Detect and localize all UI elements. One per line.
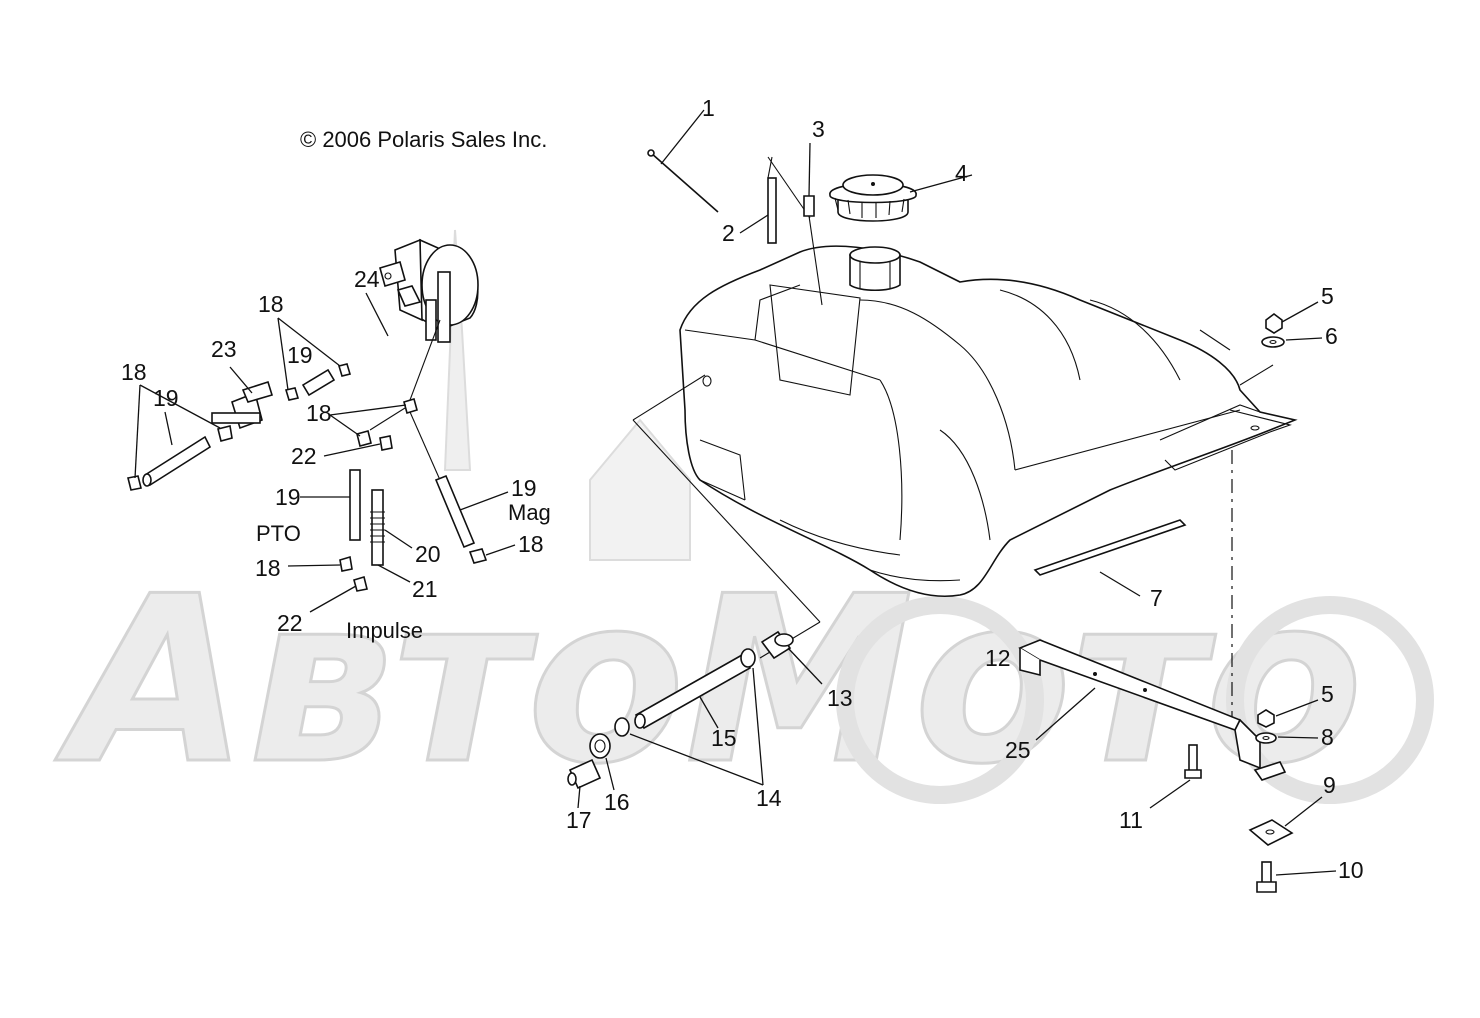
callout-19-b: 19 bbox=[153, 385, 179, 411]
callout-10: 10 bbox=[1338, 857, 1364, 883]
callout-23: 23 bbox=[211, 336, 237, 362]
callout-2: 2 bbox=[722, 220, 735, 246]
nut-washer-upper bbox=[1239, 301, 1323, 386]
callout-14: 14 bbox=[756, 785, 782, 811]
bolt-lower bbox=[1256, 861, 1337, 893]
callout-3: 3 bbox=[812, 116, 825, 142]
callout-12: 12 bbox=[985, 645, 1011, 671]
mounting-bracket bbox=[1018, 639, 1287, 781]
fuel-cap bbox=[829, 174, 973, 222]
label-mag: Mag bbox=[508, 500, 551, 525]
callout-18-b: 18 bbox=[121, 359, 147, 385]
callout-17: 17 bbox=[566, 807, 592, 833]
tank-pad bbox=[1033, 519, 1187, 597]
callout-18-d: 18 bbox=[518, 531, 544, 557]
fuel-pump-assembly bbox=[127, 238, 516, 613]
vent-parts bbox=[647, 109, 823, 306]
callout-18-e: 18 bbox=[255, 555, 281, 581]
callout-18-c: 18 bbox=[306, 400, 332, 426]
callout-20: 20 bbox=[415, 541, 441, 567]
callout-5-upper: 5 bbox=[1321, 283, 1334, 309]
nut-washer-lower bbox=[1255, 699, 1319, 744]
copyright-text: © 2006 Polaris Sales Inc. bbox=[300, 127, 547, 152]
callout-8: 8 bbox=[1321, 724, 1334, 750]
callout-1: 1 bbox=[702, 95, 715, 121]
callout-5-lower: 5 bbox=[1321, 681, 1334, 707]
label-impulse: Impulse bbox=[346, 618, 423, 643]
callout-4: 4 bbox=[955, 160, 968, 186]
callout-21: 21 bbox=[412, 576, 438, 602]
fuel-line-assembly bbox=[567, 374, 823, 809]
variant-labels: PTO Mag Impulse bbox=[256, 500, 551, 643]
callout-22-b: 22 bbox=[277, 610, 303, 636]
label-pto: PTO bbox=[256, 521, 301, 546]
bolt-upper bbox=[1149, 744, 1202, 809]
callout-16: 16 bbox=[604, 789, 630, 815]
callout-19-d: 19 bbox=[511, 475, 537, 501]
callout-7: 7 bbox=[1150, 585, 1163, 611]
callout-25: 25 bbox=[1005, 737, 1031, 763]
callout-13: 13 bbox=[827, 685, 853, 711]
callout-18-a: 18 bbox=[258, 291, 284, 317]
callout-19-a: 19 bbox=[287, 342, 313, 368]
callout-labels: 1 2 3 4 5 6 7 5 8 9 10 11 12 13 14 15 16… bbox=[121, 95, 1364, 883]
callout-24: 24 bbox=[354, 266, 380, 292]
callout-9: 9 bbox=[1323, 772, 1336, 798]
callout-6: 6 bbox=[1325, 323, 1338, 349]
callout-15: 15 bbox=[711, 725, 737, 751]
callout-19-c: 19 bbox=[275, 484, 301, 510]
fuel-tank bbox=[679, 245, 1298, 598]
callout-22-a: 22 bbox=[291, 443, 317, 469]
callout-11: 11 bbox=[1119, 807, 1143, 833]
backing-plate bbox=[1248, 796, 1323, 846]
